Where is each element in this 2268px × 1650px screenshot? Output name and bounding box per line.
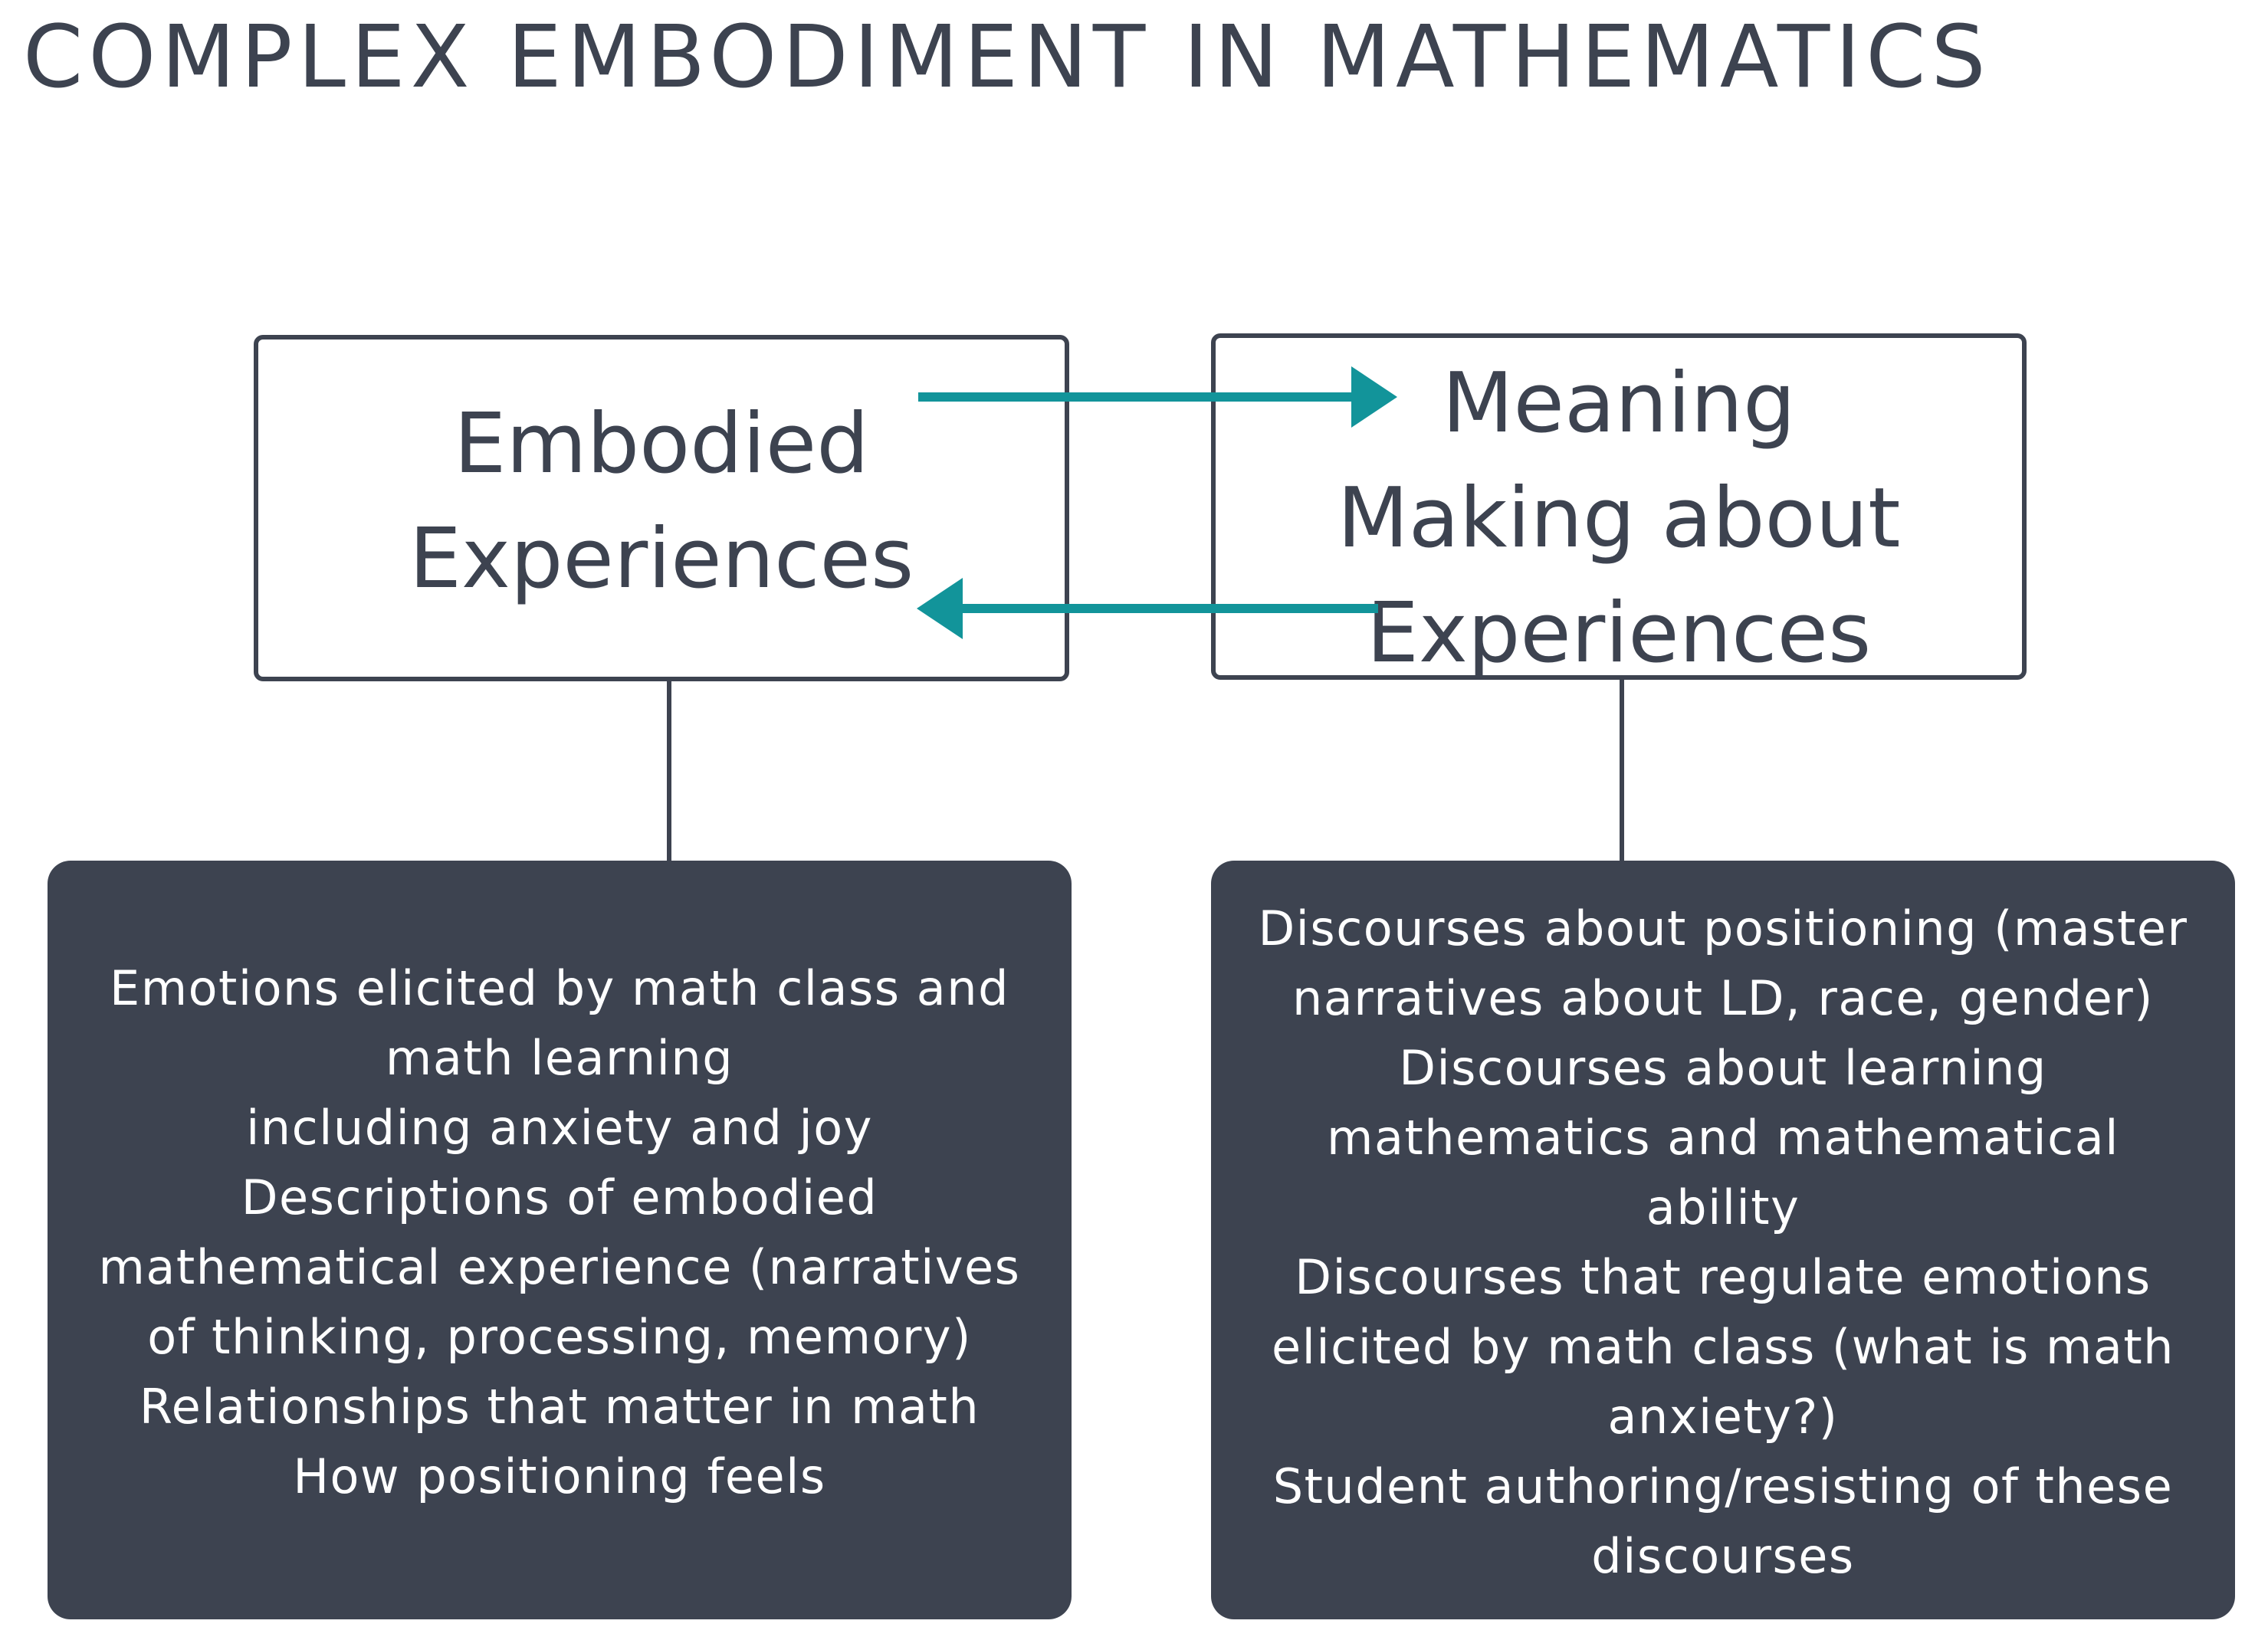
meaning-detail-line-5: ability <box>1646 1179 1800 1235</box>
meaning-making-box <box>1211 333 2027 680</box>
embodied-detail-line-6: of thinking, processing, memory) <box>147 1309 972 1365</box>
left-connector-line <box>667 674 671 866</box>
meaning-making-line-1: Meaning <box>1442 356 1796 451</box>
meaning-detail-line-9: Student authoring/resisting of these <box>1272 1458 2174 1514</box>
embodied-detail-line-1: Emotions elicited by math class and <box>110 960 1009 1016</box>
meaning-making-label: Meaning Making about Experiences <box>1288 346 1950 691</box>
meaning-detail-line-3: Discourses about learning <box>1399 1040 2047 1096</box>
embodied-detail-line-5: mathematical experience (narratives <box>98 1239 1021 1295</box>
meaning-making-line-2: Making about <box>1337 471 1901 566</box>
meaning-detail-line-6: Discourses that regulate emotions <box>1295 1249 2151 1305</box>
meaning-detail-line-8: anxiety?) <box>1607 1389 1839 1445</box>
meaning-detail-line-4: mathematics and mathematical <box>1327 1110 2119 1166</box>
embodied-experiences-line-2: Experiences <box>409 511 914 607</box>
embodied-experiences-line-1: Embodied <box>454 396 869 492</box>
embodied-details-box <box>48 861 1072 1619</box>
embodied-detail-line-4: Descriptions of embodied <box>241 1169 878 1225</box>
meaning-making-details-text: Discourses about positioning (master nar… <box>1211 894 2235 1591</box>
embodied-experiences-label: Embodied Experiences <box>330 387 993 617</box>
embodied-detail-line-7: Relationships that matter in math <box>139 1379 980 1435</box>
meaning-making-details-box <box>1211 861 2235 1619</box>
embodied-detail-line-3: including anxiety and joy <box>246 1100 873 1156</box>
embodied-detail-line-2: math learning <box>385 1030 734 1086</box>
meaning-detail-line-10: discourses <box>1591 1528 1855 1584</box>
meaning-detail-line-2: narratives about LD, race, gender) <box>1292 970 2154 1026</box>
meaning-making-line-3: Experiences <box>1366 586 1872 681</box>
page-title: COMPLEX EMBODIMENT IN MATHEMATICS <box>23 8 1991 107</box>
meaning-detail-line-7: elicited by math class (what is math <box>1272 1319 2174 1375</box>
embodied-details-text: Emotions elicited by math class and math… <box>48 953 1072 1511</box>
right-connector-line <box>1620 674 1624 866</box>
embodied-detail-line-8: How positioning feels <box>293 1448 826 1504</box>
meaning-detail-line-1: Discourses about positioning (master <box>1258 900 2188 956</box>
